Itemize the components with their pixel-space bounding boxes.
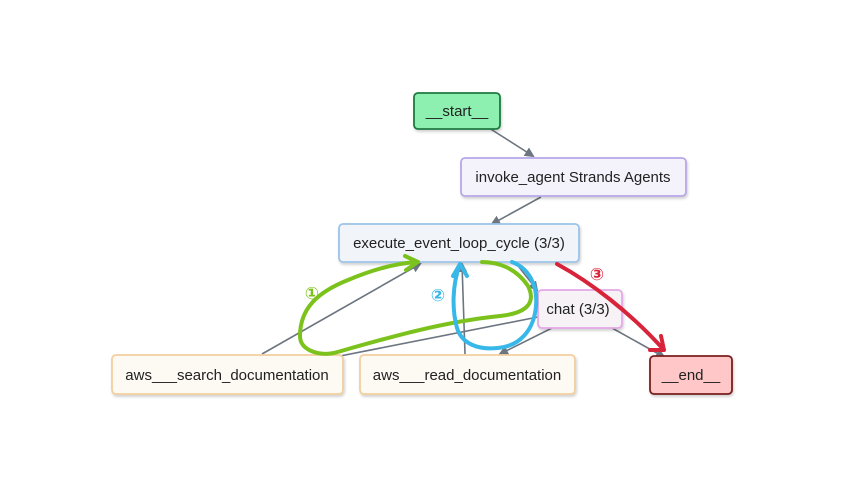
annotation-step3: ③ [555,262,666,352]
node-search-doc-label: aws___search_documentation [125,367,328,384]
node-start: __start__ [413,92,501,130]
node-search-doc-box [111,354,344,395]
annotation-step2: ② [431,260,539,351]
annotation-step2-stroke [451,260,539,351]
node-read-doc-box [359,354,576,395]
node-execute-loop: execute_event_loop_cycle (3/3) [338,223,580,263]
node-end: __end__ [649,355,733,395]
node-invoke-agent-box [460,157,687,197]
edge-chat-to-search [328,316,539,362]
node-start-box [413,92,501,130]
node-read-doc: aws___read_documentation [359,354,576,395]
node-end-label: __end__ [661,367,721,384]
annotation-step1-stroke [298,254,533,356]
edge-search-to-loop [261,263,422,355]
node-execute-loop-box [338,223,580,263]
node-invoke-agent: invoke_agent Strands Agents [460,157,687,197]
node-invoke-agent-label: invoke_agent Strands Agents [475,169,670,186]
edge-invoke-to-loop [490,196,542,225]
node-end-box [649,355,733,395]
node-chat-label: chat (3/3) [546,301,609,318]
annotation-step2-label: ② [431,286,445,305]
annotation-step1: ① [298,254,533,356]
node-search-doc: aws___search_documentation [111,354,344,395]
node-read-doc-label: aws___read_documentation [373,367,561,384]
node-start-label: __start__ [425,103,489,120]
annotation-step1-label: ① [305,284,319,303]
node-execute-loop-label: execute_event_loop_cycle (3/3) [353,235,565,252]
edge-start-to-invoke [488,127,535,158]
edge-chat-to-read [498,327,553,355]
node-chat: chat (3/3) [537,289,623,329]
edge-chat-to-end [611,327,666,358]
annotation-step3-label: ③ [590,265,604,284]
annotation-step3-stroke [555,262,666,352]
